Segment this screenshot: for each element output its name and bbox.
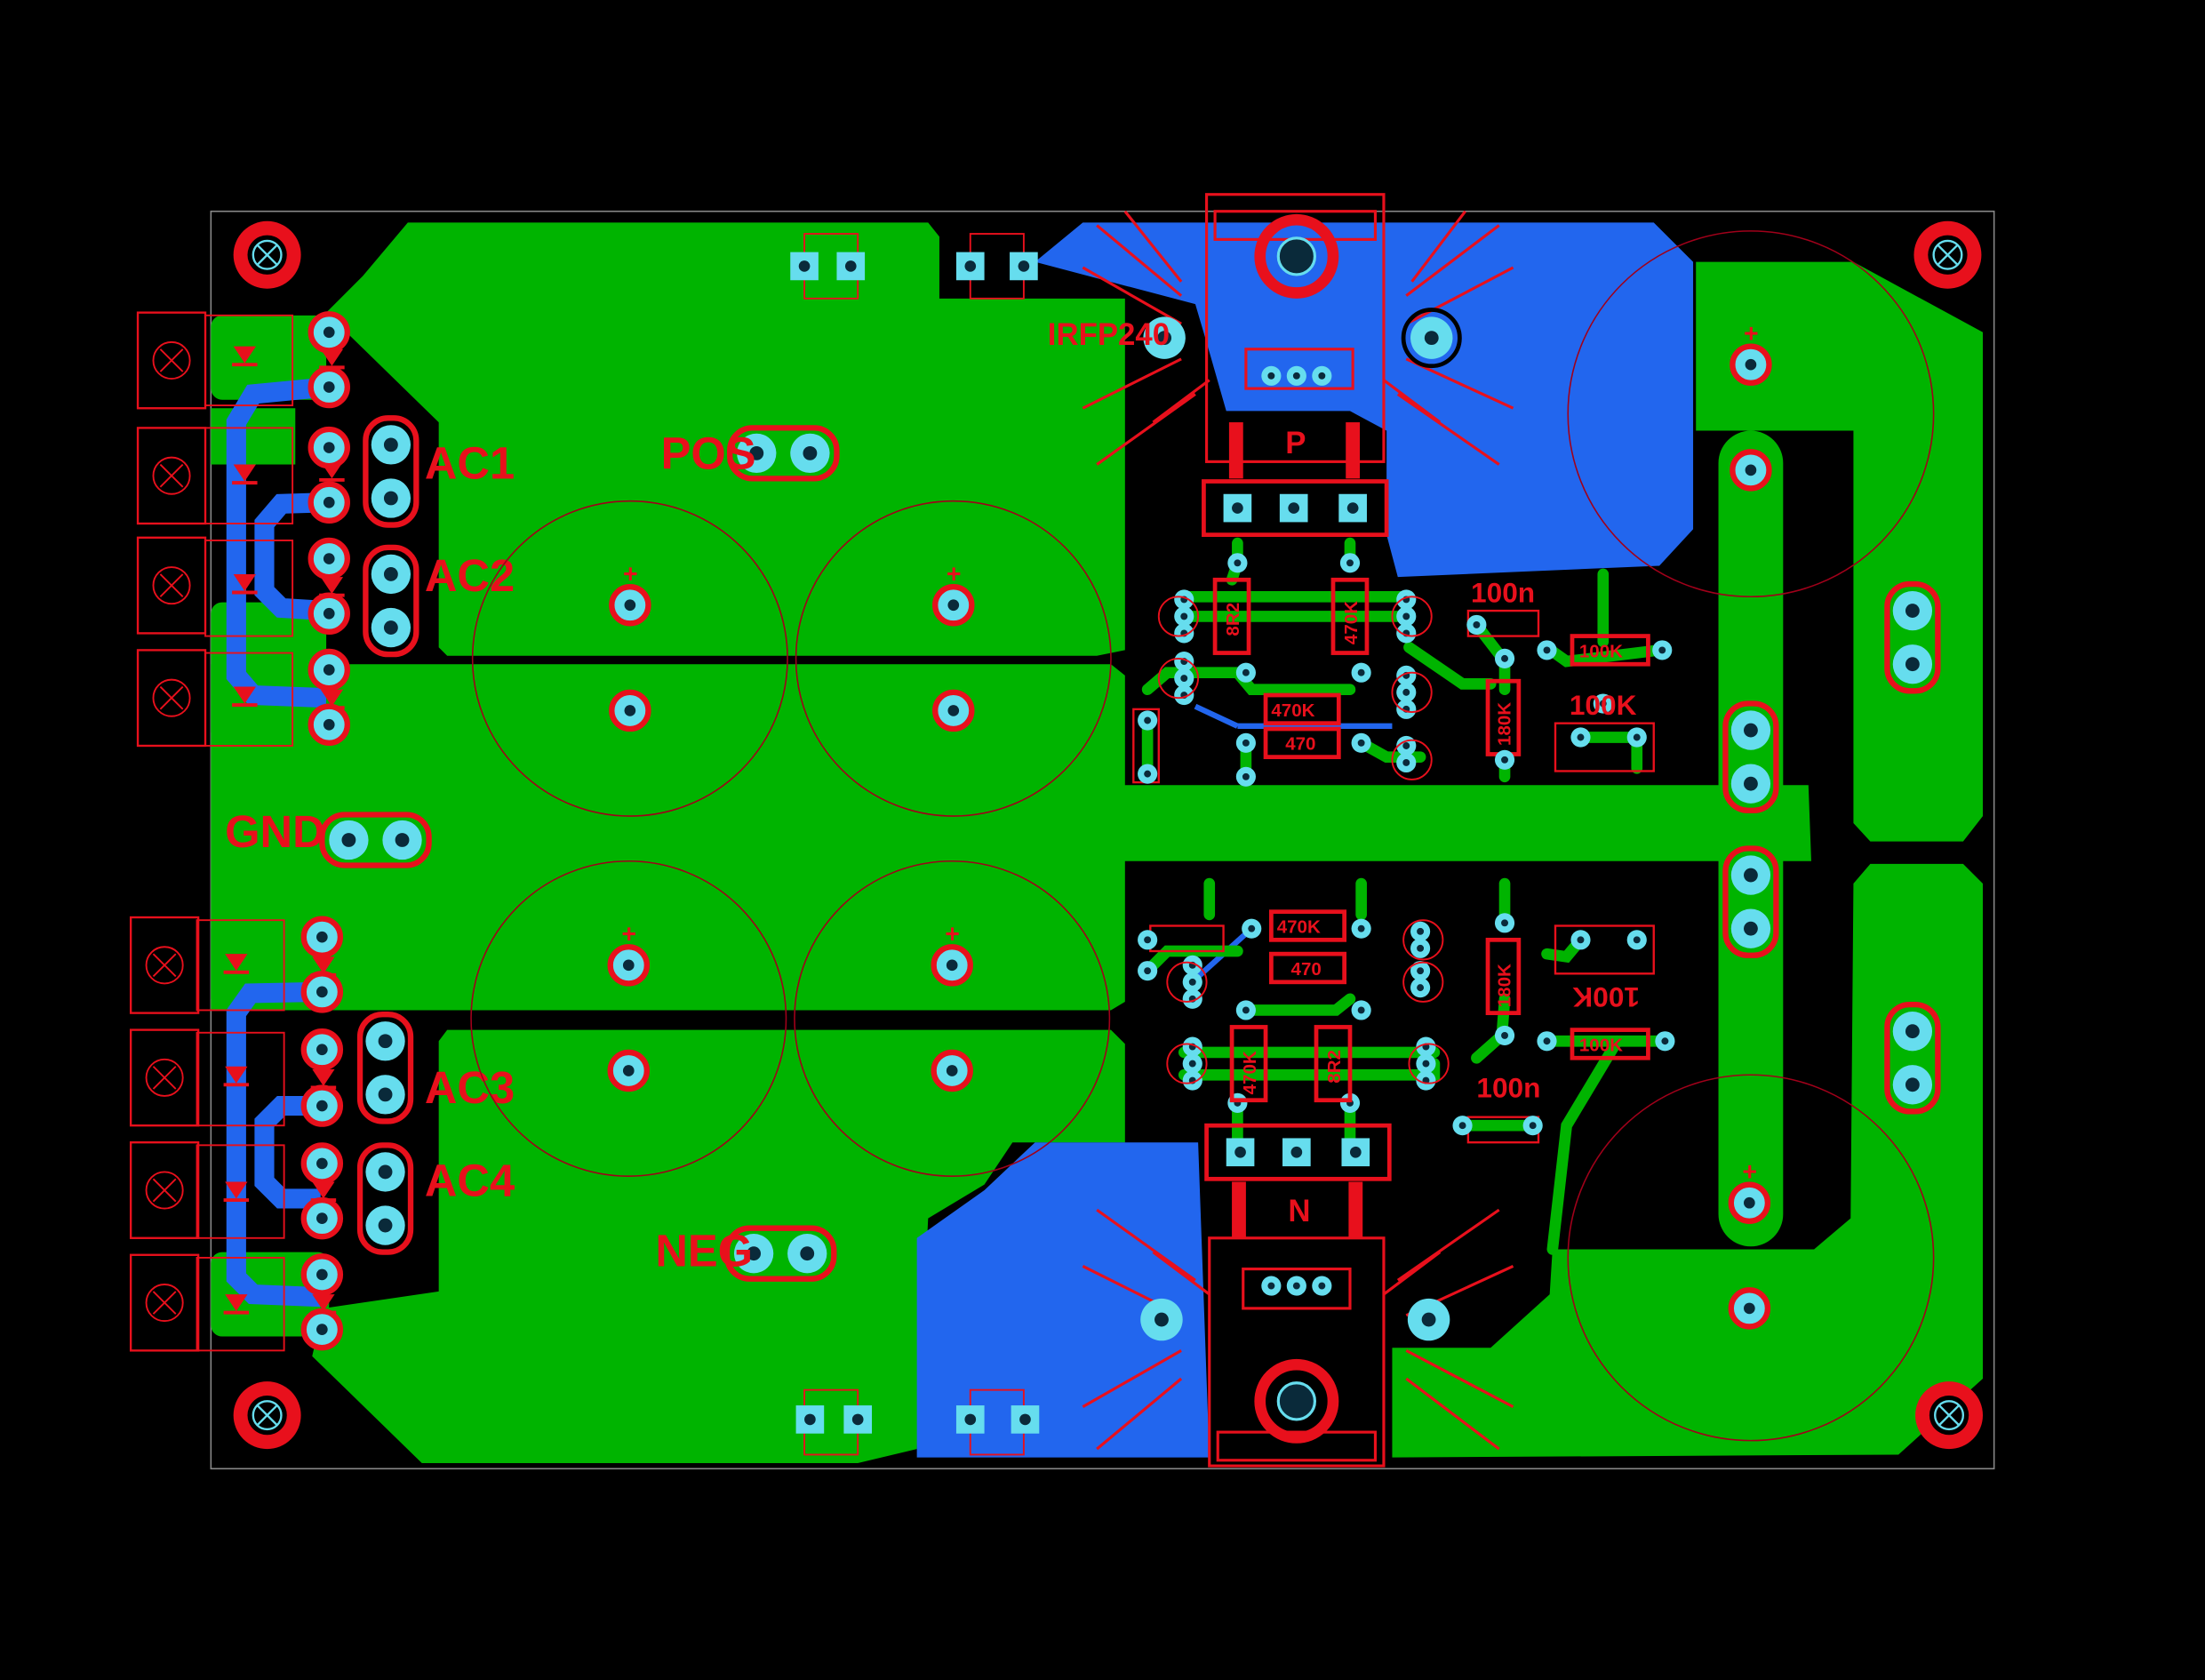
res-top-470k-v-label: 470K: [1341, 601, 1362, 644]
mount-hole-bottom-left: [232, 1380, 302, 1451]
gnd-label: GND: [225, 806, 324, 857]
n-channel-label: N: [1288, 1194, 1310, 1228]
res-bottom-470k-h-label: 470K: [1277, 916, 1321, 937]
cap-plus-4: +: [945, 921, 960, 949]
small-square-pads: [790, 233, 1040, 1456]
cap-bottom-100n-label: 100n: [1476, 1072, 1540, 1104]
mosfet-p-footprint: [1202, 365, 1389, 538]
res-top-100k-label: 100K: [1579, 641, 1623, 661]
pot-bottom-100k-label: 100K: [1572, 981, 1640, 1013]
res-bottom-470k-v-label: 470K: [1240, 1051, 1260, 1094]
ac1-connector: [365, 418, 416, 524]
ac2-connector: [365, 548, 416, 654]
heatsink-screw-br: [1407, 1298, 1450, 1341]
heatsink-screw-bl: [1140, 1298, 1183, 1341]
res-bottom-180k-label: 180K: [1494, 964, 1514, 1007]
res-bottom-470-h-label: 470: [1291, 959, 1322, 980]
driver-top-components: [1132, 553, 1673, 787]
heatsink-screw-tr: [1410, 316, 1453, 359]
mount-hole-top-left: [232, 220, 302, 290]
copper-top-layer: [226, 222, 1694, 1458]
p-channel-label: P: [1285, 426, 1306, 460]
cap-top-100n-label: 100n: [1471, 577, 1535, 609]
cap-plus-2: +: [947, 560, 962, 588]
ac2-label: AC2: [425, 550, 515, 601]
res-top-180k-label: 180K: [1494, 702, 1514, 746]
res-top-470-h-label: 470: [1285, 734, 1315, 755]
ac4-label: AC4: [425, 1155, 515, 1205]
mosfet-part-label: IRFP240: [1048, 317, 1170, 352]
cap-plus-6: +: [1742, 1158, 1757, 1187]
ac1-label: AC1: [425, 437, 515, 488]
mount-hole-bottom-right: [1913, 1380, 1985, 1451]
cap-plus-1: +: [623, 560, 638, 588]
res-top-470k-h-label: 470K: [1271, 700, 1314, 721]
mount-hole-top-right: [1913, 220, 1983, 290]
filter-capacitors: + + + + + +: [470, 230, 1935, 1442]
res-bottom-8r2-label: 8R2: [1324, 1050, 1345, 1084]
ac4-connector: [360, 1145, 411, 1252]
heatsink-top: [1082, 193, 1514, 466]
small-transistors: [1157, 596, 1450, 1084]
res-bottom-100k-label: 100K: [1579, 1035, 1623, 1055]
neg-label: NEG: [655, 1225, 753, 1276]
res-top-8r2-label: 8R2: [1223, 603, 1243, 636]
driver-bottom-components: [1138, 909, 1675, 1144]
terminal-blocks: [129, 311, 294, 1352]
pot-top-100k-label: 100K: [1570, 689, 1637, 721]
ac3-label: AC3: [425, 1062, 515, 1113]
pos-label: POS: [661, 428, 756, 478]
cap-plus-3: +: [621, 921, 636, 949]
heatsink-bottom: [1082, 1208, 1514, 1468]
cap-plus-5: +: [1744, 320, 1759, 348]
ac3-connector: [360, 1014, 411, 1121]
mosfet-n-footprint: [1204, 1123, 1392, 1296]
